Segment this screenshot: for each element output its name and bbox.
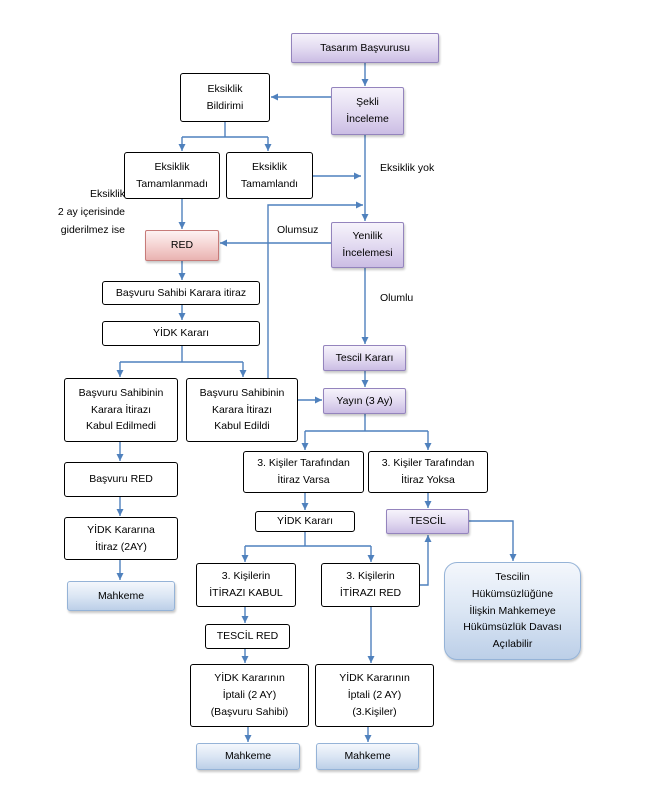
node-itiraz-kabul-edilmedi: Başvuru Sahibinin Karara İtirazı Kabul E… — [64, 378, 178, 442]
node-text: Başvuru RED — [89, 471, 153, 488]
node-tescil-red: TESCİL RED — [205, 624, 290, 649]
node-text: Hükümsüzlük Davası — [463, 619, 562, 636]
node-sekli-inceleme: Şekli İnceleme — [331, 87, 404, 135]
node-text: İptali (2 AY) — [348, 687, 402, 704]
line-bildirim-split — [182, 122, 268, 137]
node-tescil: TESCİL — [386, 509, 469, 534]
node-text: 3. Kişiler Tarafından — [257, 455, 350, 472]
node-itiraz-yoksa: 3. Kişiler Tarafından İtiraz Yoksa — [368, 451, 488, 493]
node-text: Açılabilir — [493, 636, 533, 653]
node-text: (3.Kişiler) — [352, 704, 396, 721]
node-text: İTİRAZI KABUL — [209, 585, 283, 602]
node-text: YİDK Kararı — [153, 325, 209, 342]
node-text: İlişkin Mahkemeye — [469, 603, 555, 620]
node-text: Tamamlandı — [241, 176, 298, 193]
node-text: 3. Kişilerin — [222, 568, 270, 585]
node-text: YİDK Kararının — [339, 670, 410, 687]
node-text: Kabul Edildi — [214, 418, 269, 435]
node-yidk-karari-2: YİDK Kararı — [255, 511, 355, 532]
node-text: Mahkeme — [344, 748, 390, 765]
label-eksiklik-yok: Eksiklik yok — [380, 159, 434, 177]
label-text: Eksiklik — [20, 185, 125, 203]
node-text: Hükümsüzlüğüne — [472, 586, 553, 603]
node-text: İptali (2 AY) — [223, 687, 277, 704]
line-yayin-split — [305, 414, 428, 431]
node-itiraz-kabul-edildi: Başvuru Sahibinin Karara İtirazı Kabul E… — [186, 378, 298, 442]
node-yidk-karari-1: YİDK Kararı — [102, 321, 260, 346]
node-tasarim-basvurusu: Tasarım Başvurusu — [291, 33, 439, 63]
node-basvuru-sahibi-itiraz: Başvuru Sahibi Karara itiraz — [102, 281, 260, 305]
node-text: İncelemesi — [342, 245, 392, 262]
node-yayin: Yayın (3 Ay) — [323, 388, 406, 414]
node-text: İtiraz (2AY) — [95, 539, 147, 556]
label-text: 2 ay içerisinde — [20, 203, 125, 221]
node-text: YİDK Kararının — [214, 670, 285, 687]
node-text: Tamamlanmadı — [136, 176, 208, 193]
node-text: Mahkeme — [225, 748, 271, 765]
node-eksiklik-tamamlanmadi: Eksiklik Tamamlanmadı — [124, 152, 220, 199]
node-tescil-karari: Tescil Kararı — [323, 345, 406, 371]
node-text: Başvuru Sahibinin — [79, 385, 164, 402]
label-olumlu: Olumlu — [380, 289, 413, 307]
node-text: Karara İtirazı — [91, 402, 151, 419]
node-mahkeme-2: Mahkeme — [196, 743, 300, 770]
node-text: YİDK Kararı — [277, 513, 333, 530]
node-text: Bildirimi — [207, 98, 244, 115]
node-text: Tasarım Başvurusu — [320, 40, 410, 57]
node-text: İTİRAZI RED — [340, 585, 401, 602]
node-yenilik-incelemesi: Yenilik İncelemesi — [331, 222, 404, 268]
node-eksiklik-tamamlandi: Eksiklik Tamamlandı — [226, 152, 313, 199]
node-red: RED — [145, 230, 219, 261]
line-yidk2-split — [245, 532, 371, 546]
node-text: Eksiklik — [252, 159, 287, 176]
node-text: TESCİL — [409, 513, 446, 530]
node-eksiklik-bildirimi: Eksiklik Bildirimi — [180, 73, 270, 122]
label-text: Olumsuz — [277, 221, 318, 239]
node-text: Yenilik — [353, 228, 383, 245]
label-text: Eksiklik yok — [380, 159, 434, 177]
node-basvuru-red: Başvuru RED — [64, 462, 178, 497]
node-text: Karara İtirazı — [212, 402, 272, 419]
node-text: RED — [171, 237, 193, 254]
node-text: İtiraz Varsa — [277, 472, 329, 489]
node-text: Başvuru Sahibi Karara itiraz — [116, 285, 246, 302]
node-text: YİDK Kararına — [87, 522, 155, 539]
node-iptal-basvuru-sahibi: YİDK Kararının İptali (2 AY) (Başvuru Sa… — [190, 664, 309, 727]
node-hukumsuzluk-davasi: Tescilin Hükümsüzlüğüne İlişkin Mahkemey… — [444, 562, 581, 660]
label-text: Olumlu — [380, 289, 413, 307]
node-itirazi-kabul: 3. Kişilerin İTİRAZI KABUL — [196, 563, 296, 607]
node-text: 3. Kişilerin — [346, 568, 394, 585]
node-text: Eksiklik — [154, 159, 189, 176]
arrow-itirazi-red-to-tescil — [420, 535, 428, 585]
label-olumsuz: Olumsuz — [277, 221, 318, 239]
arrow-tescil-to-hukumsuzluk — [469, 521, 513, 561]
node-text: Yayın (3 Ay) — [336, 393, 392, 410]
node-text: Başvuru Sahibinin — [200, 385, 285, 402]
label-eksiklik-2-ay: Eksiklik 2 ay içerisinde giderilmez ise — [20, 185, 125, 239]
node-text: Tescil Kararı — [336, 350, 394, 367]
node-text: 3. Kişiler Tarafından — [382, 455, 475, 472]
node-text: Mahkeme — [98, 588, 144, 605]
node-text: Tescilin — [495, 569, 529, 586]
node-mahkeme-3: Mahkeme — [316, 743, 419, 770]
node-text: (Başvuru Sahibi) — [211, 704, 289, 721]
node-iptal-3-kisiler: YİDK Kararının İptali (2 AY) (3.Kişiler) — [315, 664, 434, 727]
label-text: giderilmez ise — [20, 221, 125, 239]
node-text: TESCİL RED — [217, 628, 278, 645]
node-text: İnceleme — [346, 111, 389, 128]
node-text: İtiraz Yoksa — [401, 472, 455, 489]
node-mahkeme-1: Mahkeme — [67, 581, 175, 611]
node-yidk-kararina-itiraz: YİDK Kararına İtiraz (2AY) — [64, 517, 178, 560]
line-yidk-split — [120, 346, 243, 362]
node-text: Şekli — [356, 94, 379, 111]
node-itirazi-red: 3. Kişilerin İTİRAZI RED — [321, 563, 420, 607]
node-text: Eksiklik — [207, 81, 242, 98]
node-itiraz-varsa: 3. Kişiler Tarafından İtiraz Varsa — [243, 451, 364, 493]
node-text: Kabul Edilmedi — [86, 418, 156, 435]
